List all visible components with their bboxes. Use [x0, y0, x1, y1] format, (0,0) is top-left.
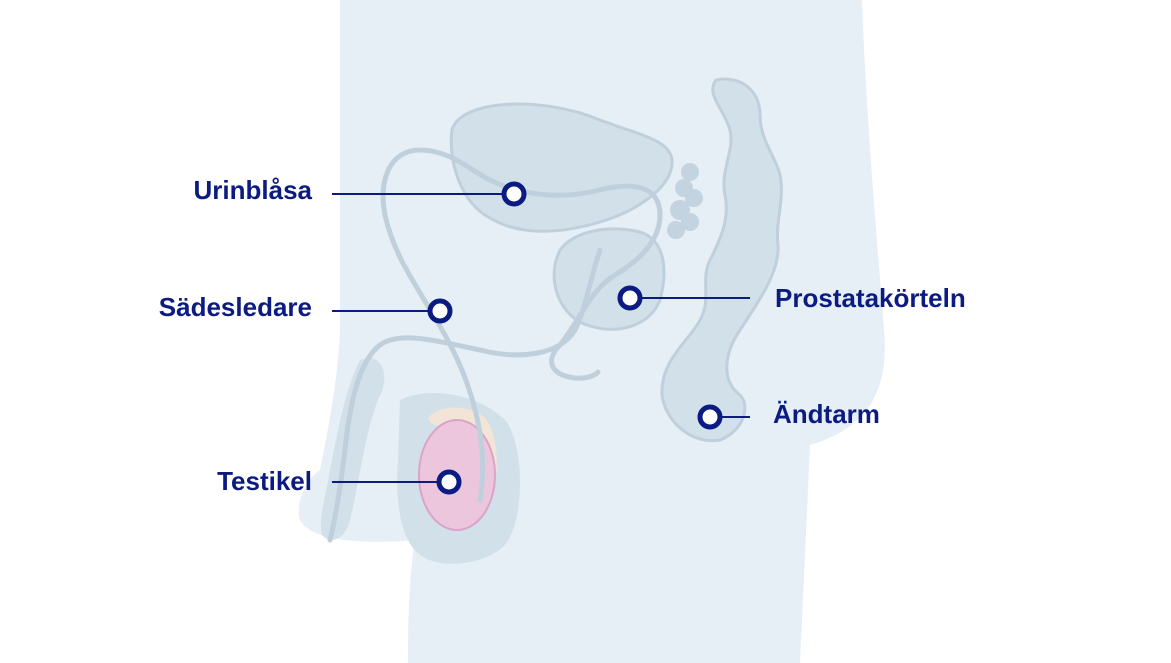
label-rectum: Ändtarm — [773, 399, 880, 429]
urethra-tube — [327, 247, 603, 543]
marker-prostate[interactable] — [617, 285, 643, 311]
marker-rectum[interactable] — [697, 404, 723, 430]
label-testicle: Testikel — [217, 466, 312, 496]
label-vas-deferens: Sädesledare — [158, 292, 312, 322]
marker-testicle[interactable] — [436, 469, 462, 495]
marker-bladder[interactable] — [501, 181, 527, 207]
label-prostate: Prostatakörteln — [775, 283, 966, 313]
label-bladder: Urinblåsa — [193, 175, 313, 205]
rectum-shape — [660, 77, 783, 443]
marker-vas-deferens[interactable] — [427, 298, 453, 324]
seminal-vesicles — [667, 163, 703, 239]
torso-silhouette — [298, 0, 885, 663]
